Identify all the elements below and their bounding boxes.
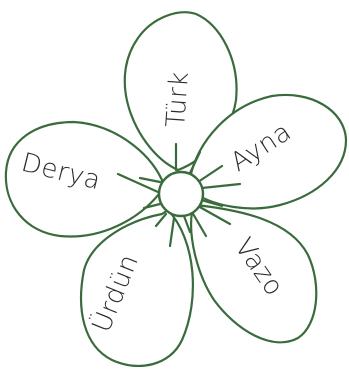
word-turk: Türk	[161, 70, 195, 128]
flower-center	[159, 172, 203, 216]
